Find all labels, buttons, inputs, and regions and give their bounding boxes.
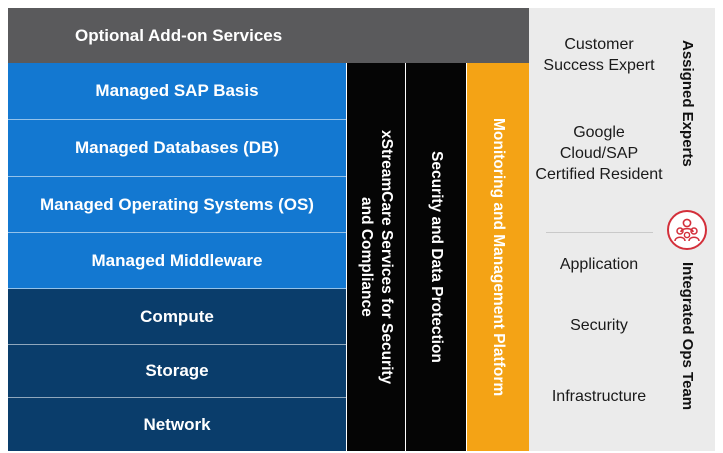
stack-row-network: Network xyxy=(8,398,346,451)
optional-addon-services-header: Optional Add-on Services xyxy=(8,8,529,63)
security-data-protection-column: Security and Data Protection xyxy=(405,63,466,451)
customer-success-expert-text: Customer Success Expert xyxy=(543,36,655,74)
stack-row-storage: Storage xyxy=(8,345,346,398)
stack-row-label: Managed SAP Basis xyxy=(95,81,259,100)
side-panel-divider xyxy=(546,232,653,233)
google-cloud-sap-resident-text: Google Cloud/SAP Certified Resident xyxy=(535,124,663,183)
optional-addon-services-label: Optional Add-on Services xyxy=(75,25,283,45)
team-people-glyph xyxy=(674,218,700,242)
monitoring-management-platform-label: Monitoring and Management Platform xyxy=(490,117,507,397)
xstreamcare-security-compliance-column: xStreamCare Services for Security and Co… xyxy=(346,63,405,451)
stack-row-label: Managed Operating Systems (OS) xyxy=(40,194,314,214)
team-people-icon xyxy=(667,210,707,250)
security-data-protection-label: Security and Data Protection xyxy=(428,151,445,363)
stack-row-label: Managed Middleware xyxy=(91,250,263,270)
stack-row-compute: Compute xyxy=(8,289,346,345)
ops-security-text: Security xyxy=(570,317,628,334)
xstreamcare-line-2: and Compliance xyxy=(358,197,375,317)
stack-row-label: Network xyxy=(143,414,211,434)
monitoring-management-platform-column: Monitoring and Management Platform xyxy=(466,63,529,451)
xstreamcare-column-label: xStreamCare Services for Security and Co… xyxy=(356,130,396,384)
ops-application-text: Application xyxy=(559,256,639,273)
integrated-ops-team-label: Integrated Ops Team xyxy=(679,262,696,411)
xstreamcare-line-1: xStreamCare Services for Security xyxy=(378,129,395,385)
stack-row-managed-operating-systems: Managed Operating Systems (OS) xyxy=(8,177,346,233)
stack-row-managed-sap-basis: Managed SAP Basis xyxy=(8,63,346,120)
assigned-experts-label: Assigned Experts xyxy=(679,40,696,167)
stack-row-label: Storage xyxy=(145,361,209,380)
stack-row-label: Managed Databases (DB) xyxy=(74,138,280,157)
ops-infrastructure-text: Infrastructure xyxy=(551,388,647,405)
stack-row-label: Compute xyxy=(140,306,214,326)
stack-row-managed-databases: Managed Databases (DB) xyxy=(8,120,346,177)
stack-row-managed-middleware: Managed Middleware xyxy=(8,233,346,289)
